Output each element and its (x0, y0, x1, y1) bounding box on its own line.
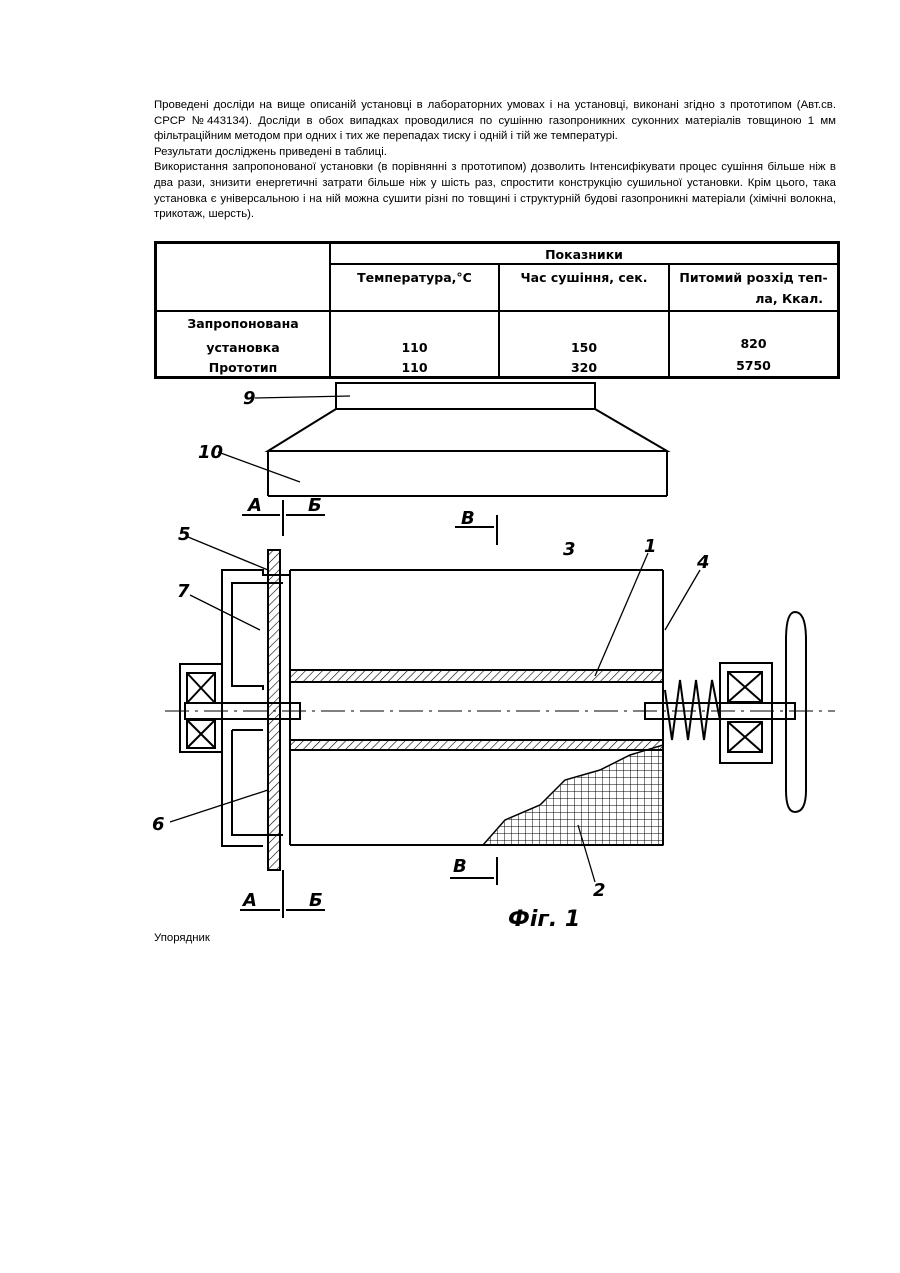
table-group-header: Показники (331, 246, 837, 263)
cell-prototype-time: 320 (500, 358, 668, 376)
label-5: 5 (178, 524, 191, 545)
section-v-top: В (461, 508, 475, 529)
section-a-bottom: А (241, 890, 257, 911)
paragraph-3: Використання запропонованої установки (в… (154, 160, 836, 222)
label-9: 9 (243, 388, 256, 409)
cell-proposed-time: 150 (500, 336, 668, 358)
label-4: 4 (696, 552, 710, 573)
paragraph-1: Проведені досліди на вище описаній устан… (154, 98, 836, 145)
cell-prototype-heat: 5750 (670, 356, 837, 374)
cell-proposed-heat: 820 (670, 332, 837, 354)
section-b-top: Б (308, 495, 322, 516)
label-3: 3 (563, 539, 576, 560)
paragraph-2: Результати досліджень приведені в таблиц… (154, 145, 836, 161)
section-a-top: А (246, 495, 262, 516)
section-b-bottom: Б (309, 890, 323, 911)
row-label-prototype: Прототип (157, 358, 329, 376)
label-7: 7 (177, 581, 190, 602)
label-2: 2 (593, 880, 606, 901)
figure-caption: Фіг. 1 (508, 907, 580, 932)
label-1: 1 (644, 536, 657, 557)
results-table: Показники Температура,°С Час сушіння, се… (154, 241, 840, 379)
footer-compiler: Упорядник (154, 932, 210, 944)
cell-proposed-temperature: 110 (331, 336, 498, 358)
label-10: 10 (198, 442, 223, 463)
row-label-proposed-line1: Запропонована (157, 312, 329, 334)
column-header-heat-consumption-line1: Питомий розхід теп- (670, 266, 837, 288)
body-text: Проведені досліди на вище описаній устан… (154, 98, 836, 223)
row-label-proposed-line2: установка (157, 336, 329, 358)
column-header-drying-time: Час сушіння, сек. (500, 266, 668, 288)
section-v-bottom: В (453, 856, 467, 877)
cell-prototype-temperature: 110 (331, 358, 498, 376)
label-6: 6 (152, 814, 165, 835)
column-header-heat-consumption-line2: ла, Ккал. (670, 288, 837, 308)
column-header-temperature: Температура,°С (331, 266, 498, 288)
technical-drawing: 9 10 5 7 6 3 1 4 2 А Б В А Б В Фіг. 1 (150, 378, 840, 938)
